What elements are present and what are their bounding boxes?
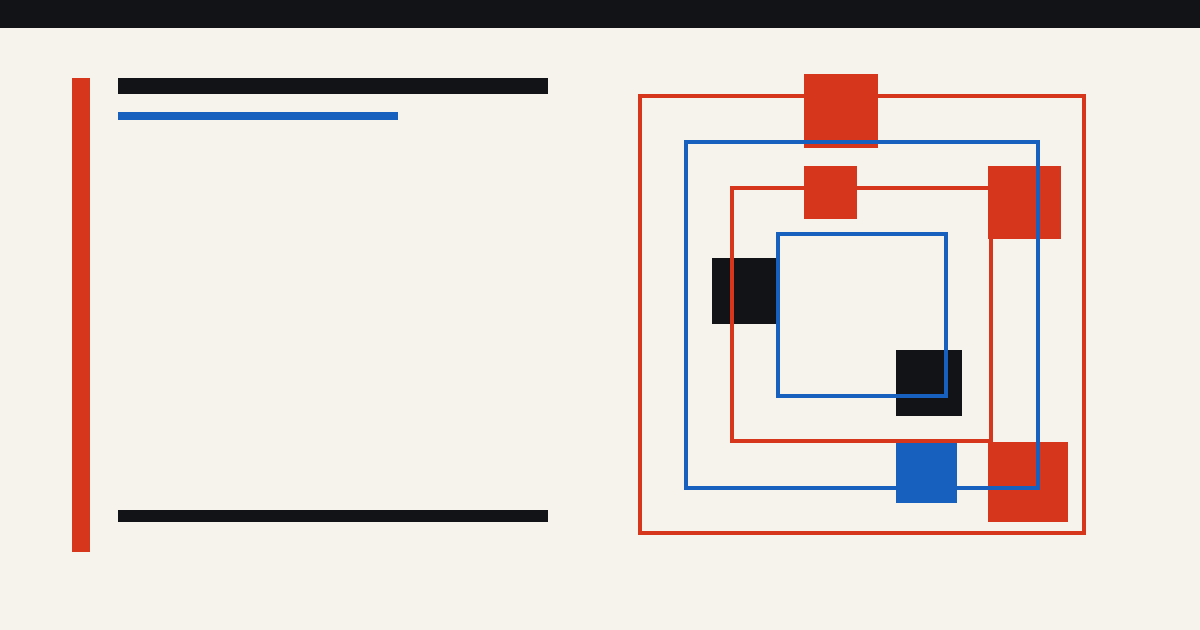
inner-blue-frame [776,232,948,398]
red-square-upper-right [988,166,1061,239]
black-square-center [896,350,962,416]
accent-rule [72,78,90,552]
red-square-bottom-right [988,442,1068,522]
outer-blue-frame [684,140,1040,490]
outer-red-frame [638,94,1086,535]
inner-red-frame [730,186,993,443]
black-square-left [712,258,778,324]
subtitle-placeholder-bar [118,112,398,120]
footer-placeholder-bar [118,510,548,522]
blue-square-bottom [896,442,957,503]
title-placeholder-bar [118,78,548,94]
red-square-upper-small [804,166,857,219]
top-bar [0,0,1200,28]
red-square-top [804,74,878,148]
